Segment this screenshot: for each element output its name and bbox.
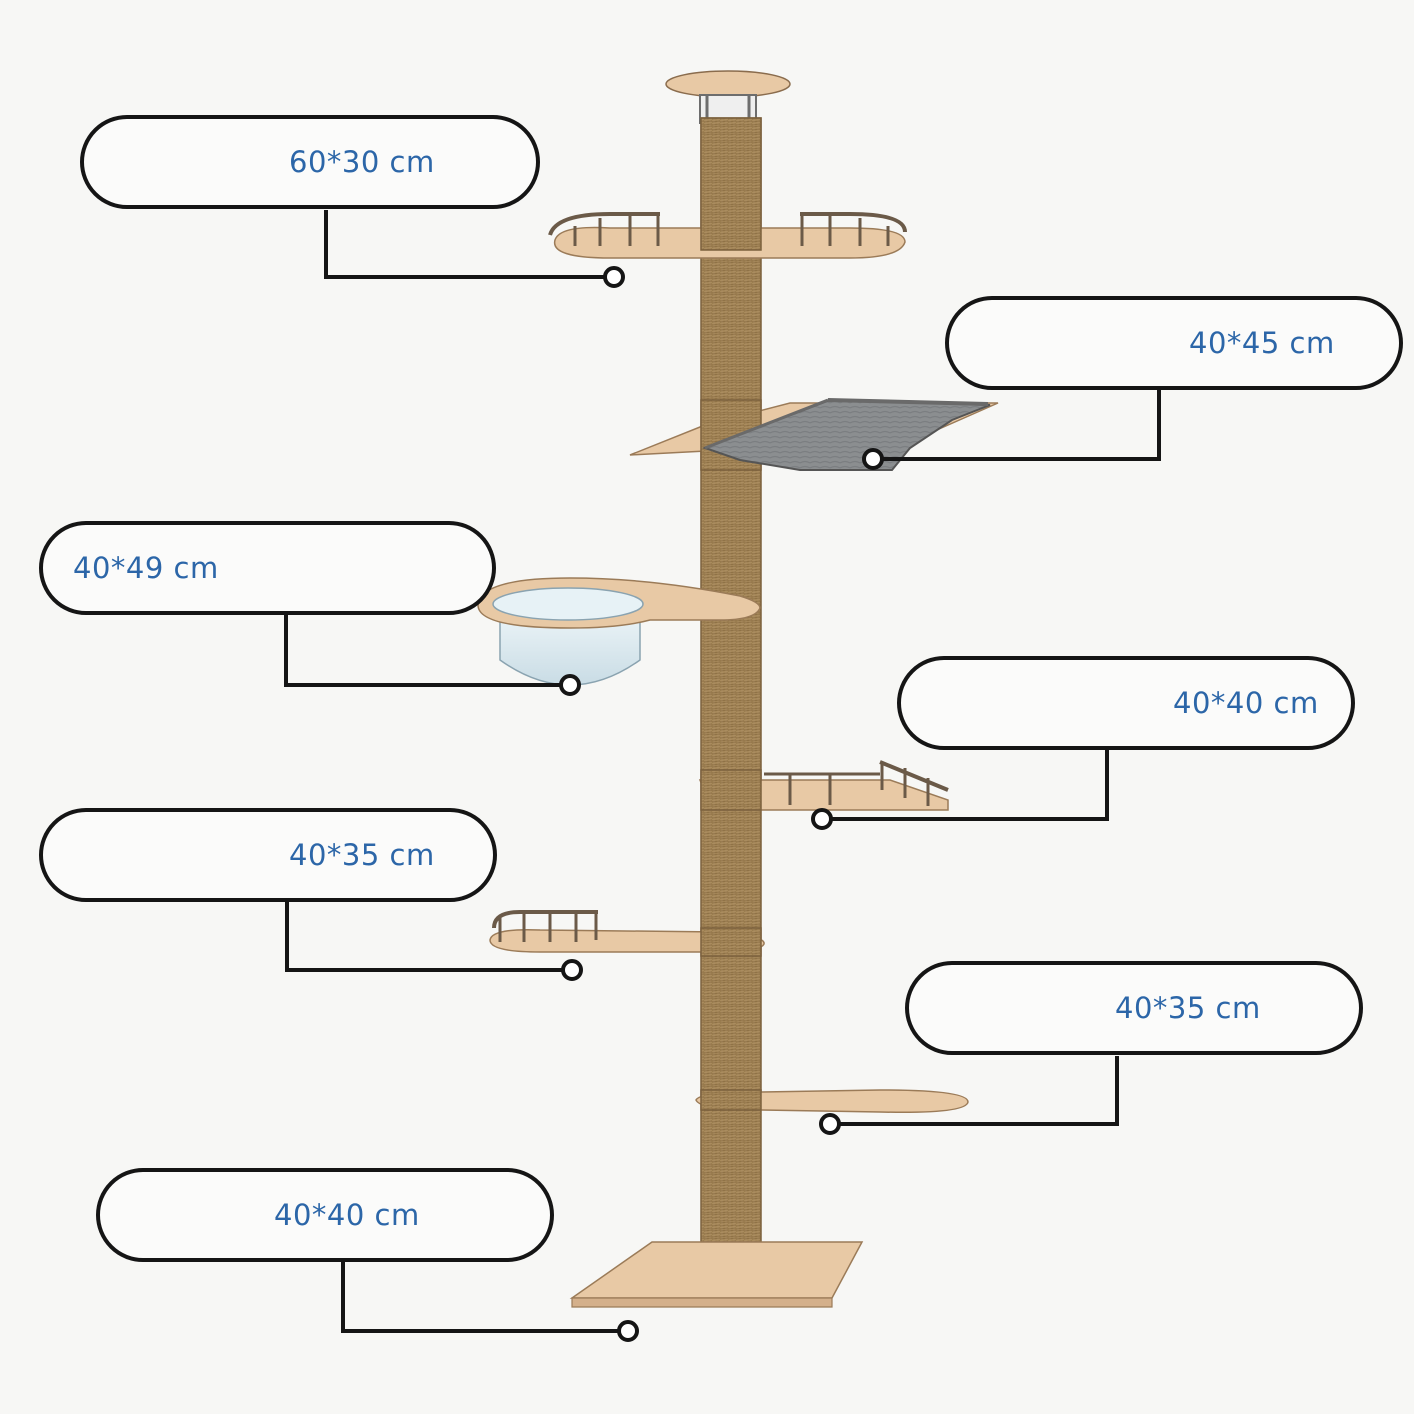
top-platform <box>665 70 791 124</box>
dimension-label-tier3: 40*49 cm <box>39 521 496 615</box>
dimension-label-tier5: 40*35 cm <box>39 808 497 902</box>
callout-dot-5 <box>561 959 583 981</box>
callout-end-dots <box>559 266 884 1342</box>
callout-dot-3 <box>559 674 581 696</box>
connector-5 <box>285 901 564 972</box>
dimension-label-base: 40*40 cm <box>96 1168 554 1262</box>
dimension-text: 40*35 cm <box>289 838 435 872</box>
small-railed-platform <box>489 910 765 957</box>
connector-7 <box>341 1262 620 1333</box>
callout-dot-7 <box>617 1320 639 1342</box>
connector-2 <box>882 389 1161 461</box>
double-railed-platform <box>548 117 907 259</box>
dimension-text: 40*35 cm <box>1115 991 1261 1025</box>
dimension-text: 60*30 cm <box>289 145 435 179</box>
connector-4 <box>832 749 1109 821</box>
dimension-text: 40*49 cm <box>73 551 219 585</box>
callout-dot-6 <box>819 1113 841 1135</box>
connector-1 <box>324 210 606 279</box>
bowl-platform <box>477 577 761 686</box>
dimension-label-tier1: 60*30 cm <box>80 115 540 209</box>
dimension-text: 40*40 cm <box>274 1198 420 1232</box>
callout-dot-2 <box>862 448 884 470</box>
round-flat-platform <box>695 1089 969 1114</box>
connector-6 <box>840 1056 1119 1126</box>
connector-3 <box>284 614 562 687</box>
dimension-label-tier2: 40*45 cm <box>945 296 1403 390</box>
dimension-text: 40*45 cm <box>1189 326 1335 360</box>
short-railed-platform <box>698 760 949 811</box>
dimension-label-tier4: 40*40 cm <box>897 656 1355 750</box>
callout-dot-1 <box>603 266 625 288</box>
base-board <box>569 1241 864 1308</box>
dimension-label-tier6: 40*35 cm <box>905 961 1363 1055</box>
hammock-platform <box>629 398 999 471</box>
callout-dot-4 <box>811 808 833 830</box>
callout-connectors <box>284 210 1161 1333</box>
dimension-text: 40*40 cm <box>1173 686 1319 720</box>
